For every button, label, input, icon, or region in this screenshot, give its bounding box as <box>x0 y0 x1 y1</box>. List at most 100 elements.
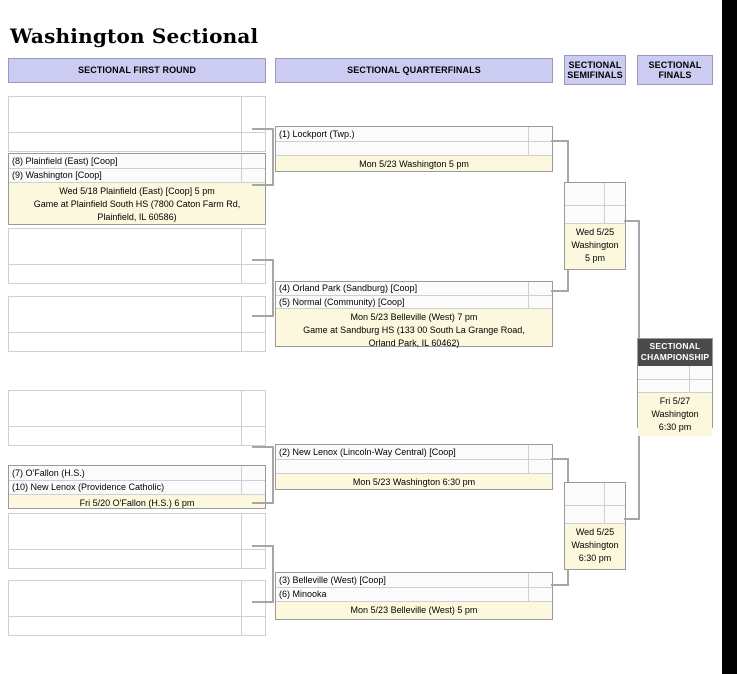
team-slot[interactable]: (9) Washington [Coop] <box>9 168 265 182</box>
score-cell[interactable] <box>241 229 265 264</box>
first-round-game-5[interactable] <box>8 390 266 446</box>
team-name: (9) Washington [Coop] <box>12 171 102 180</box>
game-info-line: Fri 5/27 <box>659 396 691 406</box>
team-slot[interactable]: (7) O'Fallon (H.S.) <box>9 466 265 480</box>
quarterfinal-game-3[interactable]: (2) New Lenox (Lincoln-Way Central) [Coo… <box>275 444 553 490</box>
team-slot[interactable]: (10) New Lenox (Providence Catholic) <box>9 480 265 494</box>
score-cell[interactable] <box>528 460 552 473</box>
championship-header-line1: SECTIONAL <box>649 341 701 351</box>
team-slot[interactable] <box>9 616 265 635</box>
score-cell[interactable] <box>604 483 625 505</box>
semifinal-game-2[interactable]: Wed 5/25 Washington 6:30 pm <box>564 482 626 570</box>
team-slot[interactable]: (6) Minooka <box>276 587 552 601</box>
score-cell[interactable] <box>241 97 265 132</box>
quarterfinal-game-1[interactable]: (1) Lockport (Twp.) Mon 5/23 Washington … <box>275 126 553 172</box>
score-cell[interactable] <box>241 169 265 182</box>
game-info: Fri 5/27 Washington 6:30 pm <box>638 392 712 436</box>
bracket-connector-fr7-fr8 <box>252 545 274 603</box>
score-cell[interactable] <box>528 573 552 587</box>
first-round-game-2[interactable]: (8) Plainfield (East) [Coop] (9) Washing… <box>8 153 266 225</box>
first-round-game-4[interactable] <box>8 296 266 352</box>
team-slot[interactable] <box>565 505 625 523</box>
team-slot[interactable]: (3) Belleville (West) [Coop] <box>276 573 552 587</box>
team-slot[interactable] <box>9 426 265 445</box>
team-name: (6) Minooka <box>279 590 327 599</box>
first-round-game-7[interactable] <box>8 513 266 569</box>
score-cell[interactable] <box>528 296 552 308</box>
team-slot[interactable] <box>565 183 625 205</box>
score-cell[interactable] <box>241 154 265 168</box>
team-slot[interactable] <box>565 205 625 223</box>
game-info-line: 6:30 pm <box>658 422 692 432</box>
game-info-line: Mon 5/23 Belleville (West) 5 pm <box>350 605 478 615</box>
team-name: (2) New Lenox (Lincoln-Way Central) [Coo… <box>279 447 456 457</box>
team-slot[interactable] <box>9 514 265 549</box>
score-cell[interactable] <box>528 445 552 459</box>
game-info-line: Plainfield, IL 60586) <box>97 212 177 222</box>
team-slot[interactable] <box>638 379 712 392</box>
score-cell[interactable] <box>528 142 552 155</box>
team-slot[interactable] <box>9 297 265 332</box>
first-round-game-6[interactable]: (7) O'Fallon (H.S.) (10) New Lenox (Prov… <box>8 465 266 509</box>
game-info: Mon 5/23 Washington 6:30 pm <box>276 473 552 489</box>
score-cell[interactable] <box>241 550 265 568</box>
score-cell[interactable] <box>241 391 265 426</box>
game-info-line: 6:30 pm <box>578 553 612 563</box>
semifinal-game-1[interactable]: Wed 5/25 Washington 5 pm <box>564 182 626 270</box>
team-slot[interactable] <box>9 391 265 426</box>
first-round-game-8[interactable] <box>8 580 266 636</box>
game-info-line: Mon 5/23 Washington 6:30 pm <box>352 477 476 487</box>
team-slot[interactable] <box>9 332 265 351</box>
score-cell[interactable] <box>241 581 265 616</box>
score-cell[interactable] <box>689 366 712 379</box>
team-slot[interactable]: (5) Normal (Community) [Coop] <box>276 295 552 308</box>
game-info: Mon 5/23 Belleville (West) 5 pm <box>276 601 552 619</box>
team-slot[interactable] <box>9 132 265 151</box>
score-cell[interactable] <box>604 183 625 205</box>
game-info-line: Wed 5/25 <box>575 227 615 237</box>
team-name: (7) O'Fallon (H.S.) <box>12 468 85 478</box>
first-round-game-3[interactable] <box>8 228 266 284</box>
team-slot[interactable]: (8) Plainfield (East) [Coop] <box>9 154 265 168</box>
game-info-line: Washington <box>651 409 699 419</box>
game-info-line: Game at Sandburg HS (133 00 South La Gra… <box>303 325 525 335</box>
score-cell[interactable] <box>689 380 712 392</box>
game-info-line: 5 pm <box>584 253 605 263</box>
team-slot[interactable]: (4) Orland Park (Sandburg) [Coop] <box>276 282 552 295</box>
team-slot[interactable] <box>276 141 552 155</box>
score-cell[interactable] <box>241 481 265 494</box>
game-info-line: Wed 5/18 Plainfield (East) [Coop] 5 pm <box>59 186 215 196</box>
team-slot[interactable] <box>276 459 552 473</box>
game-info: Mon 5/23 Belleville (West) 7 pm Game at … <box>276 308 552 348</box>
team-slot[interactable] <box>565 483 625 505</box>
score-cell[interactable] <box>241 466 265 480</box>
team-slot[interactable] <box>638 366 712 379</box>
score-cell[interactable] <box>604 206 625 223</box>
team-slot[interactable] <box>9 549 265 568</box>
score-cell[interactable] <box>241 617 265 635</box>
quarterfinal-game-2[interactable]: (4) Orland Park (Sandburg) [Coop] (5) No… <box>275 281 553 348</box>
team-slot[interactable] <box>9 97 265 132</box>
team-slot[interactable]: (2) New Lenox (Lincoln-Way Central) [Coo… <box>276 445 552 459</box>
score-cell[interactable] <box>604 506 625 523</box>
quarterfinal-game-4[interactable]: (3) Belleville (West) [Coop] (6) Minooka… <box>275 572 553 620</box>
score-cell[interactable] <box>241 333 265 351</box>
championship-game[interactable]: SECTIONAL CHAMPIONSHIP Fri 5/27 Washingt… <box>637 338 713 436</box>
bracket-connector-fr5-fr6 <box>252 446 274 504</box>
team-slot[interactable] <box>9 229 265 264</box>
round-header-first-round: SECTIONAL FIRST ROUND <box>8 58 266 83</box>
score-cell[interactable] <box>241 265 265 283</box>
score-cell[interactable] <box>528 127 552 141</box>
score-cell[interactable] <box>241 297 265 332</box>
score-cell[interactable] <box>241 133 265 151</box>
team-slot[interactable] <box>9 581 265 616</box>
team-name: (10) New Lenox (Providence Catholic) <box>12 483 165 492</box>
score-cell[interactable] <box>528 282 552 295</box>
team-slot[interactable]: (1) Lockport (Twp.) <box>276 127 552 141</box>
first-round-game-1[interactable] <box>8 96 266 152</box>
team-slot[interactable] <box>9 264 265 283</box>
score-cell[interactable] <box>528 588 552 601</box>
score-cell[interactable] <box>241 427 265 445</box>
score-cell[interactable] <box>241 514 265 549</box>
round-header-semifinals-line2: SEMIFINALS <box>567 70 623 80</box>
